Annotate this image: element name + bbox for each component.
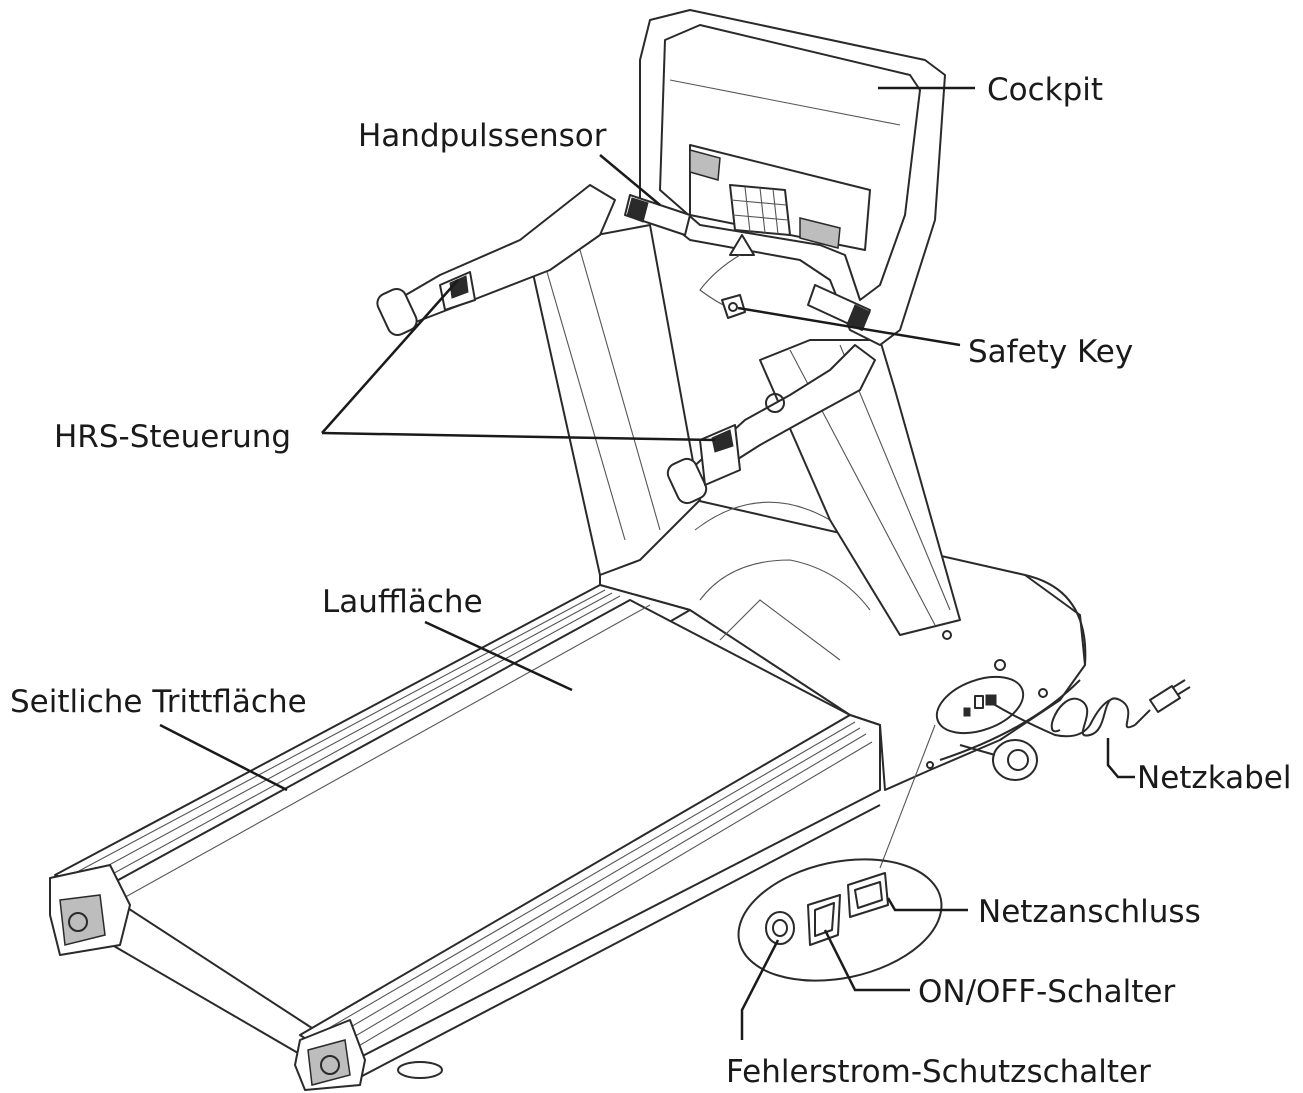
handlebar-right <box>666 344 876 505</box>
handlebar-left <box>376 184 616 336</box>
label-fehlerstrom-schutzschalter: Fehlerstrom-Schutzschalter <box>726 1054 1151 1090</box>
leader-handpulssensor <box>599 154 661 206</box>
power-panel <box>935 675 1025 735</box>
hand-pulse-sensor-left <box>624 194 691 236</box>
leader-fehlerstrom <box>740 939 780 1040</box>
leader-safety-key <box>737 306 961 347</box>
treadmill-illustration <box>49 9 1191 1091</box>
label-hrs-steuerung: HRS-Steuerung <box>54 419 291 455</box>
running-deck <box>49 584 881 1091</box>
label-laufflaeche: Lauffläche <box>322 584 483 620</box>
leader-seitliche <box>159 723 288 792</box>
leader-netzanschluss <box>886 897 968 912</box>
labels: Cockpit Handpulssensor Safety Key HRS-St… <box>10 72 1291 1090</box>
label-seitliche-trittflaeche: Seitliche Trittfläche <box>10 684 307 720</box>
detail-inset <box>737 724 943 982</box>
label-safety-key: Safety Key <box>968 334 1133 370</box>
label-handpulssensor: Handpulssensor <box>358 118 607 154</box>
leader-hrs-2 <box>321 431 716 442</box>
label-netzkabel: Netzkabel <box>1137 760 1291 796</box>
leader-laufflaeche <box>424 620 573 692</box>
label-on-off-schalter: ON/OFF-Schalter <box>918 974 1175 1010</box>
label-netzanschluss: Netzanschluss <box>978 894 1201 930</box>
label-cockpit: Cockpit <box>987 72 1103 108</box>
leader-hrs-1 <box>321 279 459 434</box>
leader-lines <box>159 86 1135 1040</box>
safety-key <box>721 294 746 319</box>
power-cord <box>989 679 1191 738</box>
leader-on-off <box>823 929 910 992</box>
leader-netzkabel <box>1106 738 1135 779</box>
upright-left <box>529 224 701 576</box>
cockpit-console <box>639 9 946 346</box>
transport-wheel <box>959 739 1038 781</box>
hand-pulse-sensor-right <box>807 284 871 331</box>
